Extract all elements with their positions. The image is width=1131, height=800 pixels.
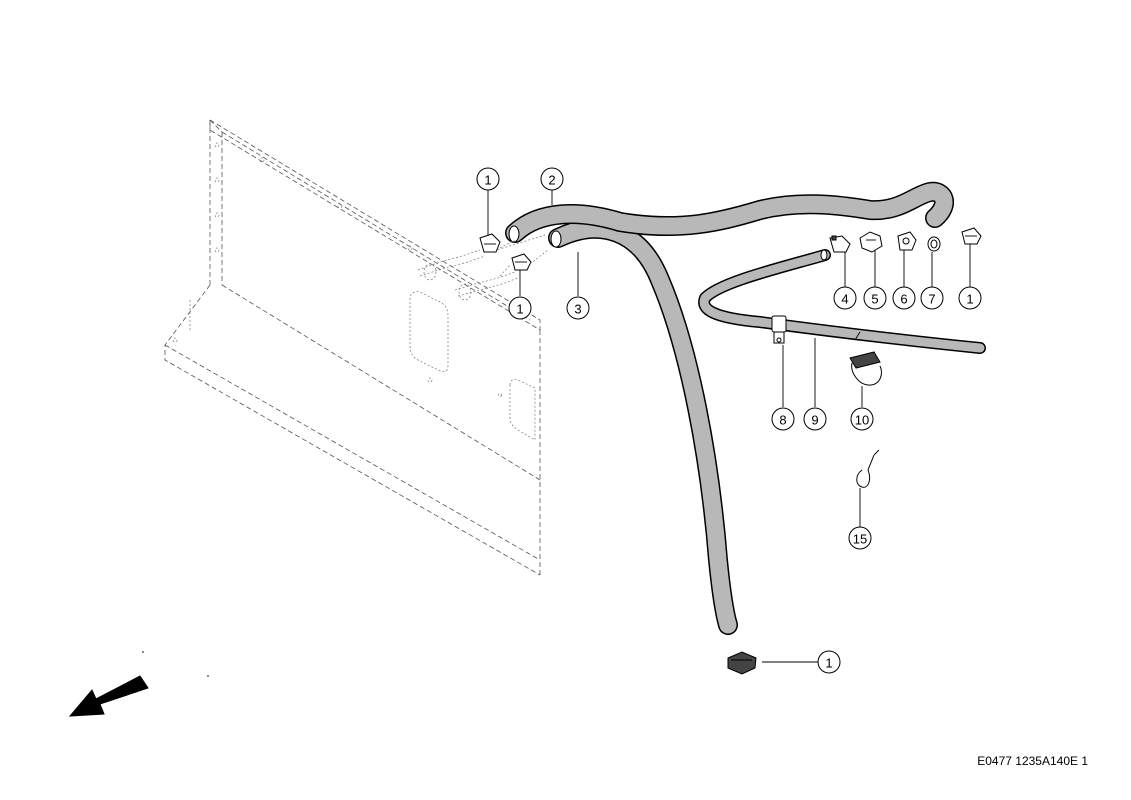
hose-3 — [548, 218, 738, 635]
callout-4: 4 — [833, 286, 857, 310]
end-cap-1 — [727, 651, 757, 675]
hose-clamp-10 — [849, 351, 882, 386]
callout-1-right: 1 — [958, 286, 982, 310]
svg-text:1: 1 — [516, 302, 523, 317]
callout-6: 6 — [892, 286, 916, 310]
stray-mark — [207, 675, 209, 677]
stray-mark — [142, 651, 144, 653]
svg-text:2: 2 — [548, 173, 555, 188]
forward-direction-arrow-icon — [68, 675, 149, 717]
callout-7: 7 — [920, 286, 944, 310]
washer-7 — [927, 236, 941, 252]
svg-text:15: 15 — [853, 532, 867, 547]
phantom-frame-panel — [164, 119, 541, 576]
hose-clamp-1a — [479, 233, 501, 253]
hose-clamp-1b — [511, 253, 532, 271]
leader-lines — [487, 190, 971, 663]
panel-fittings — [417, 234, 546, 301]
cable-tie-15 — [856, 449, 880, 488]
hose-2 — [505, 181, 954, 243]
hose-clip-8 — [771, 315, 787, 344]
hose-clamp-1c — [961, 227, 982, 245]
svg-text:8: 8 — [779, 413, 786, 428]
fitting-5 — [859, 231, 883, 253]
callout-1-bottom: 1 — [817, 650, 841, 674]
callout-10: 10 — [850, 407, 874, 431]
callout-8: 8 — [771, 407, 795, 431]
svg-text:1: 1 — [966, 292, 973, 307]
svg-text:10: 10 — [855, 413, 869, 428]
svg-text:9: 9 — [811, 413, 818, 428]
hose-9 — [698, 249, 986, 354]
drawing-reference-code: E0477 1235A140E 1 — [977, 754, 1088, 768]
callout-5: 5 — [863, 286, 887, 310]
svg-text:3: 3 — [574, 302, 581, 317]
svg-text:5: 5 — [871, 292, 878, 307]
callout-2: 2 — [540, 167, 564, 191]
svg-text:1: 1 — [484, 173, 491, 188]
callout-1-top-left: 1 — [476, 167, 500, 191]
svg-text:7: 7 — [928, 292, 935, 307]
svg-text:1: 1 — [825, 656, 832, 671]
svg-text:4: 4 — [841, 292, 848, 307]
callout-1-lower-left: 1 — [508, 296, 532, 320]
callout-15: 15 — [848, 526, 872, 550]
callout-3: 3 — [566, 296, 590, 320]
svg-text:6: 6 — [900, 292, 907, 307]
fitting-6 — [897, 231, 917, 251]
fitting-4 — [829, 235, 851, 253]
callout-9: 9 — [803, 407, 827, 431]
